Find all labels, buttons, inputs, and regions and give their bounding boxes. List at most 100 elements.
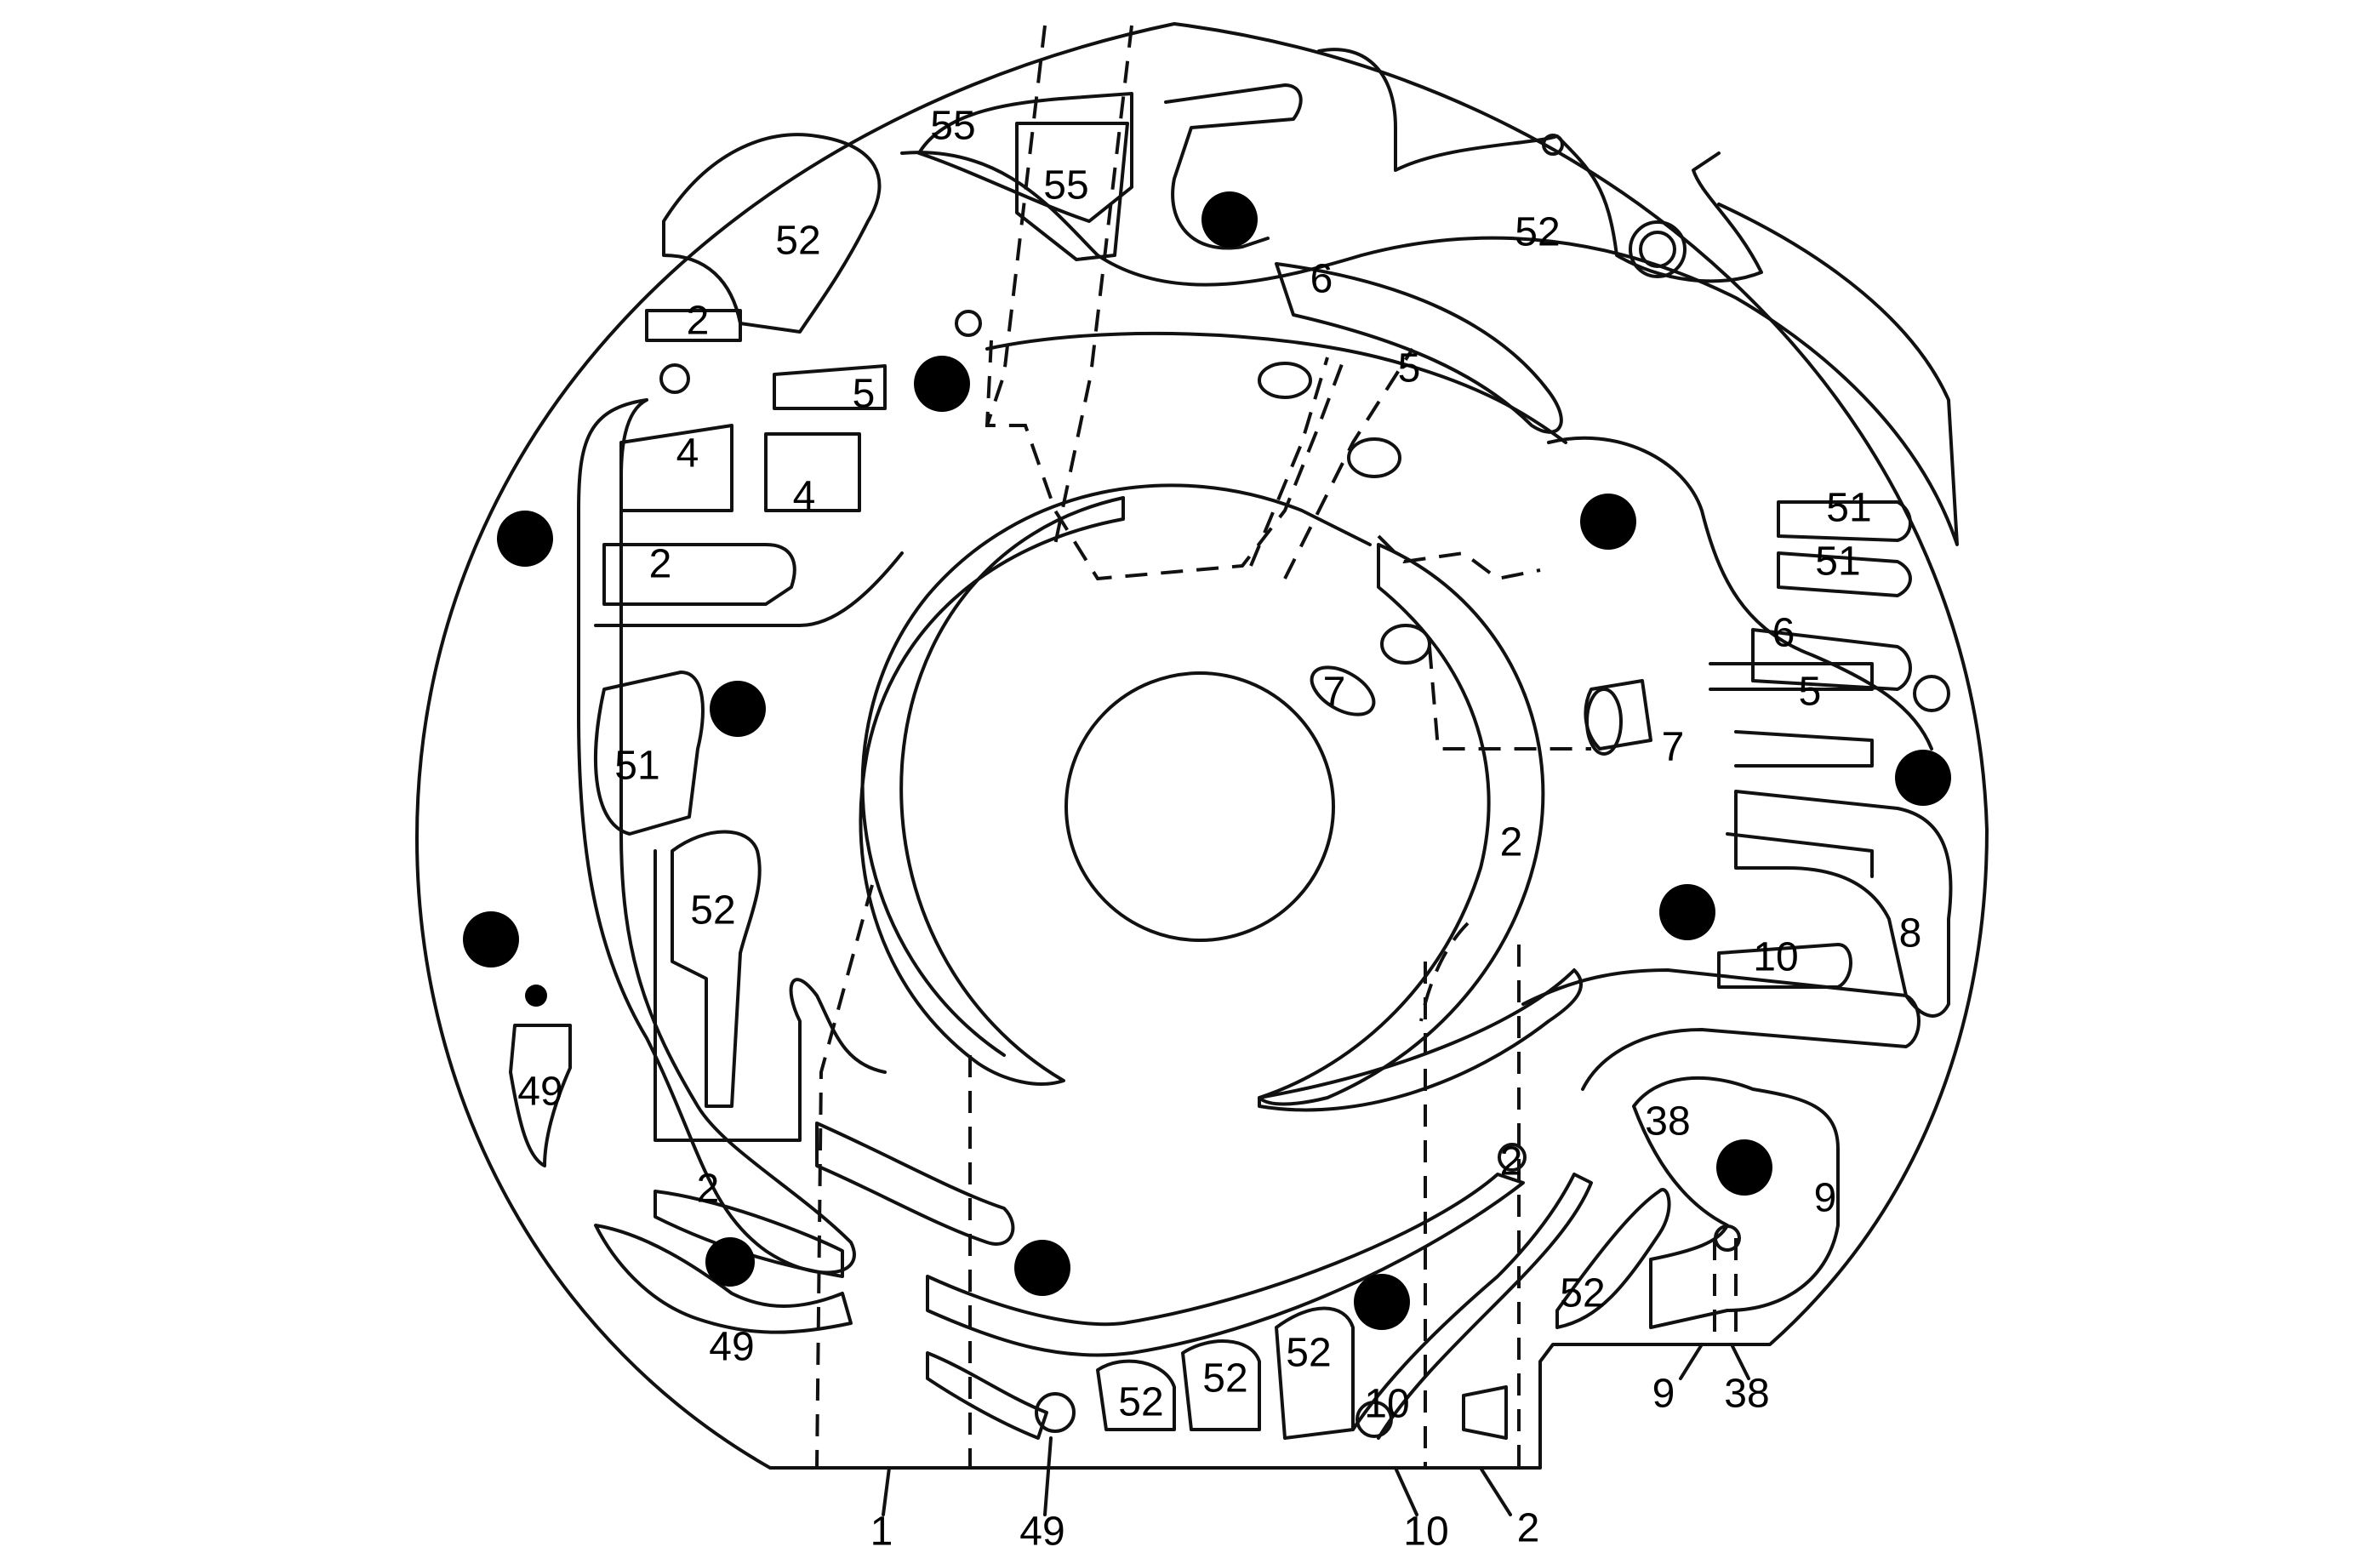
leader-10	[1394, 1466, 1418, 1516]
label-52: 52	[1515, 210, 1560, 255]
center-bore	[1064, 671, 1335, 942]
callout-2: 2	[1517, 1506, 1540, 1551]
label-4: 4	[793, 474, 816, 519]
label-10: 10	[1364, 1382, 1409, 1427]
hidden-line	[1249, 357, 1329, 567]
hidden-line	[1377, 534, 1541, 581]
bolt-hole-small	[525, 985, 547, 1007]
oval-hole-7c	[1585, 688, 1623, 756]
label-2: 2	[649, 542, 672, 587]
label-9: 9	[1814, 1176, 1837, 1221]
label-4: 4	[676, 431, 699, 477]
label-2: 2	[1500, 1139, 1523, 1184]
label-55: 55	[930, 104, 975, 149]
plate-outline	[415, 22, 1989, 1470]
bolt-hole	[1895, 750, 1951, 806]
label-51: 51	[1826, 486, 1871, 531]
small-hole-lower	[1498, 1143, 1527, 1172]
hidden-line	[1283, 347, 1414, 579]
left-crescent	[859, 496, 1125, 1086]
slot-top-left	[917, 92, 1133, 223]
slot-55-block	[1015, 122, 1129, 261]
label-7: 7	[1662, 725, 1685, 770]
label-2: 2	[697, 1167, 720, 1212]
slot-38-9-block	[1632, 1076, 1840, 1329]
hidden-line	[1419, 922, 1470, 1022]
inner-ring	[860, 483, 1372, 1057]
slot-51-left	[594, 671, 705, 836]
label-52: 52	[1118, 1380, 1163, 1425]
slot-bottom-long	[926, 1173, 1525, 1357]
callout-1: 1	[870, 1510, 893, 1555]
label-52: 52	[775, 219, 820, 264]
slot-52-bottom-c	[1275, 1306, 1355, 1440]
oval-hole-2	[1347, 437, 1401, 478]
slot-8-right	[1734, 790, 1953, 1018]
bolt-hole	[914, 356, 970, 412]
oval-hole-7b	[1380, 624, 1431, 665]
label-52: 52	[1560, 1271, 1605, 1316]
bolt-hole	[710, 681, 766, 737]
slot-6-5-right	[1751, 628, 1912, 691]
label-38: 38	[1645, 1099, 1690, 1144]
hidden-line	[985, 25, 1047, 426]
small-hole-right	[1913, 675, 1950, 712]
slot-right-stack	[1709, 662, 1874, 878]
slot-52-bottom-b	[1181, 1339, 1261, 1431]
callout-10: 10	[1403, 1510, 1448, 1555]
small-hole-2	[659, 363, 690, 394]
callout-38: 38	[1724, 1372, 1769, 1417]
label-51: 51	[614, 744, 659, 789]
slot-outer-lower-right	[1521, 968, 1921, 1091]
hidden-line	[1713, 1238, 1738, 1344]
slot-channel-mid	[594, 551, 904, 627]
outer-channel-right	[1547, 436, 1933, 751]
small-hole-10	[1356, 1401, 1393, 1438]
bolt-hole	[1354, 1274, 1410, 1330]
slot-2-upper	[645, 309, 742, 342]
callout-9: 9	[1652, 1372, 1675, 1417]
leader-1	[882, 1466, 891, 1516]
slot-bottom-49	[926, 1351, 1048, 1440]
small-hole-bottom	[1035, 1392, 1076, 1433]
small-hole-1	[955, 310, 982, 337]
hidden-line	[985, 340, 1346, 581]
label-2: 2	[687, 299, 710, 344]
slot-bottom-right-a	[1462, 1385, 1508, 1440]
slot-bottom-channel	[815, 1122, 1015, 1246]
slot-10-bottom	[1351, 1173, 1593, 1440]
leader-9	[1679, 1343, 1704, 1380]
bolt-hole	[497, 511, 553, 567]
slot-2-middle	[602, 543, 796, 606]
label-52: 52	[1286, 1331, 1331, 1376]
leader-2	[1479, 1466, 1512, 1516]
ring-hole-outer	[1629, 220, 1687, 278]
slot-52-left-outer	[654, 849, 887, 1142]
outer-channel-top	[900, 151, 1959, 546]
right-crescent	[1258, 543, 1545, 1106]
label-10: 10	[1753, 935, 1798, 980]
slot-49-left	[509, 1024, 572, 1167]
leader-49	[1043, 1436, 1053, 1516]
oval-hole-1	[1258, 362, 1312, 399]
slot-4b	[764, 432, 861, 512]
label-7: 7	[1323, 670, 1346, 715]
label-49: 49	[709, 1325, 754, 1370]
label-6: 6	[1310, 257, 1333, 302]
bolt-hole	[1580, 494, 1636, 550]
oval-hole-7a	[1310, 665, 1376, 716]
label-52: 52	[1202, 1356, 1247, 1401]
bolt-hole	[1716, 1139, 1772, 1196]
callout-49: 49	[1019, 1510, 1064, 1555]
slot-2-lower	[654, 1190, 844, 1278]
bolt-hole	[1014, 1240, 1070, 1296]
slot-52-bottom-a	[1096, 1359, 1176, 1431]
hidden-line	[815, 884, 874, 1469]
label-5: 5	[1398, 346, 1421, 391]
slot-52-right-lower	[1555, 1188, 1671, 1329]
label-5: 5	[1799, 670, 1822, 715]
small-hole-3	[1542, 134, 1564, 156]
bolt-hole	[705, 1237, 755, 1287]
bolt-hole	[1659, 884, 1715, 940]
slot-left-upper-52	[662, 133, 882, 334]
